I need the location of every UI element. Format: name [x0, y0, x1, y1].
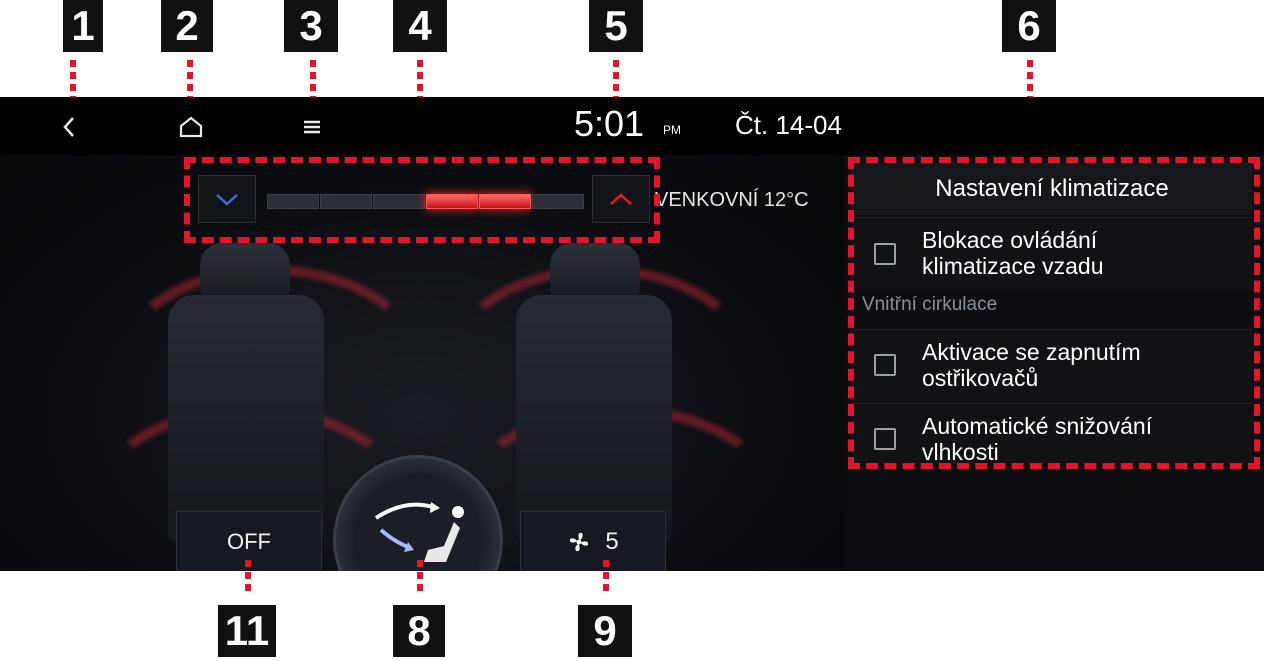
- callout-9-leader: [603, 560, 609, 592]
- settings-panel-highlight: [848, 157, 1260, 469]
- callout-9: 9: [578, 605, 632, 657]
- left-seat: [168, 295, 324, 545]
- temp-segment: [532, 194, 584, 209]
- outside-temperature: VENKOVNÍ 12°C: [655, 189, 809, 211]
- callout-8: 8: [393, 605, 445, 657]
- temp-segment: [373, 194, 425, 209]
- temp-control-highlight: [184, 157, 660, 243]
- callout-3: 3: [284, 0, 338, 52]
- climate-off-button[interactable]: OFF: [176, 511, 322, 571]
- setting-label: Aktivace se zapnutím ostřikovačů: [922, 339, 1141, 391]
- off-label: OFF: [227, 529, 271, 554]
- air-mode-button[interactable]: [333, 455, 503, 571]
- temp-segment: [267, 194, 319, 209]
- callout-6: 6: [1002, 0, 1056, 52]
- callout-4: 4: [393, 0, 447, 52]
- temp-up-button[interactable]: [592, 175, 650, 223]
- clock-time: 5:01: [574, 103, 645, 144]
- air-mode-icon: [374, 502, 464, 562]
- back-button[interactable]: [49, 107, 89, 147]
- fan-icon: [570, 532, 589, 552]
- callout-8-leader: [417, 560, 423, 592]
- back-icon: [63, 117, 74, 137]
- callout-5: 5: [589, 0, 643, 52]
- right-seat: [516, 295, 672, 545]
- setting-rear-lock[interactable]: Blokace ovládání klimatizace vzadu: [852, 217, 1252, 290]
- callout-3-leader: [310, 60, 316, 100]
- infotainment-screen: 5:01 PM Čt. 14-04 VENKOVNÍ 12°C: [0, 97, 1264, 571]
- callout-1: 1: [63, 0, 103, 52]
- setting-label: Blokace ovládání klimatizace vzadu: [922, 227, 1104, 279]
- callout-1-leader: [70, 60, 76, 100]
- home-button[interactable]: [171, 107, 211, 147]
- temp-segment-active: [426, 194, 478, 209]
- clock-ampm: PM: [663, 123, 681, 137]
- left-headrest: [200, 243, 290, 299]
- section-header: Vnitřní cirkulace: [862, 294, 998, 315]
- home-icon: [179, 116, 203, 138]
- climate-settings-panel: Nastavení klimatizace Blokace ovládání k…: [844, 155, 1264, 571]
- chevron-down-icon: [216, 194, 238, 206]
- chevron-up-icon: [610, 193, 632, 205]
- temp-segment: [320, 194, 372, 209]
- date-display: Čt. 14-04: [735, 110, 842, 140]
- setting-label: Automatické snižování vlhkosti: [922, 413, 1153, 465]
- checkbox[interactable]: [874, 243, 896, 265]
- callout-11-leader: [245, 560, 251, 592]
- temp-down-button[interactable]: [198, 175, 256, 223]
- checkbox[interactable]: [874, 354, 896, 376]
- temp-segment-active: [479, 194, 531, 209]
- right-headrest: [550, 243, 640, 299]
- callout-11: 11: [218, 605, 276, 657]
- fan-speed-value: 5: [605, 528, 619, 555]
- climate-view: VENKOVNÍ 12°C OFF 5: [0, 155, 844, 571]
- callout-2: 2: [161, 0, 213, 52]
- setting-auto-dehumidify[interactable]: Automatické snižování vlhkosti: [852, 403, 1252, 465]
- checkbox[interactable]: [874, 428, 896, 450]
- fan-speed-button[interactable]: 5: [520, 511, 666, 571]
- settings-title: Nastavení klimatizace: [852, 163, 1252, 215]
- menu-icon: [304, 120, 320, 134]
- top-bar: 5:01 PM Čt. 14-04: [0, 97, 1264, 155]
- callout-5-leader: [613, 60, 619, 100]
- callout-2-leader: [187, 60, 193, 100]
- menu-button[interactable]: [292, 107, 332, 147]
- setting-washer-activation[interactable]: Aktivace se zapnutím ostřikovačů: [852, 329, 1252, 402]
